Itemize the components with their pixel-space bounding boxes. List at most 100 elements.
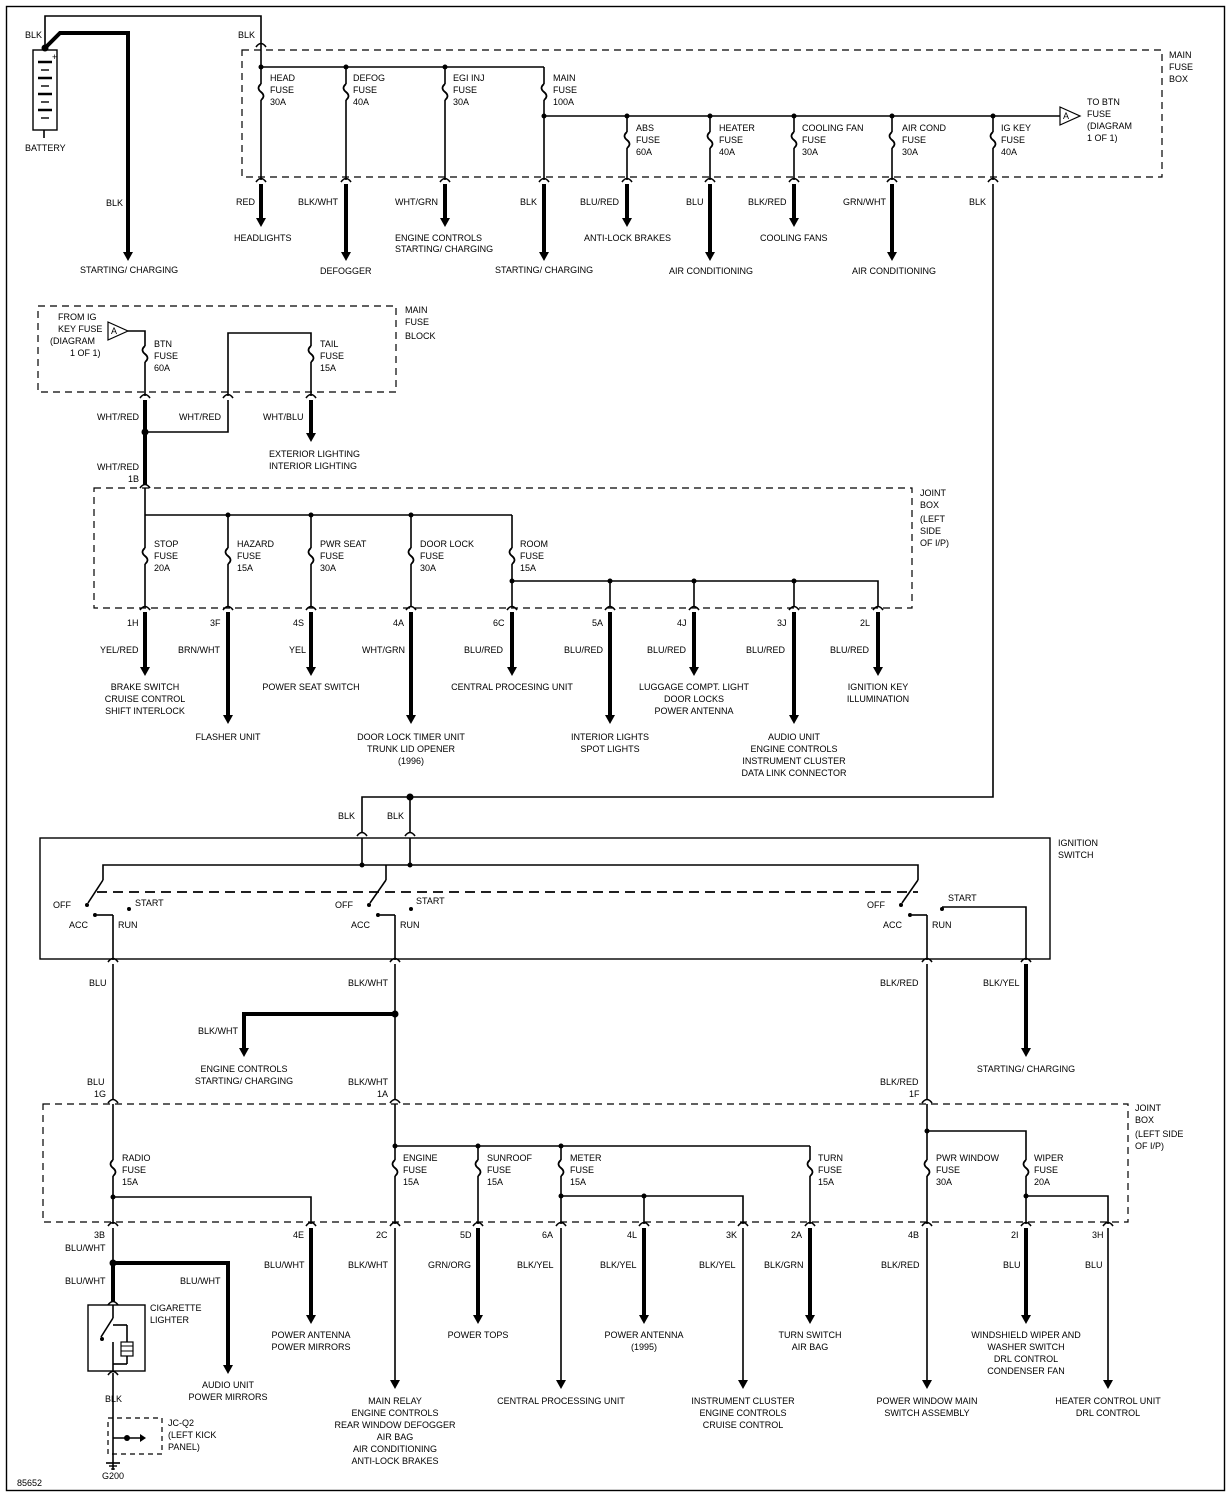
- hazard-fuse-label: FUSE: [237, 551, 261, 561]
- hazard-fuse-name: HAZARD: [237, 539, 275, 549]
- wire-5a: BLU/RED: [564, 645, 604, 655]
- dest-4s: POWER SEAT SWITCH: [262, 682, 359, 692]
- abs-destination: ANTI-LOCK BRAKES: [584, 233, 671, 243]
- pwr-window-fuse-name: PWR WINDOW: [936, 1153, 999, 1163]
- turn-fuse-label: FUSE: [818, 1165, 842, 1175]
- lighter-wire-2: BLU/WHT: [180, 1276, 221, 1286]
- ig-key-fuse-label: FUSE: [1001, 135, 1025, 145]
- battery-top-wire-label: BLK: [238, 30, 255, 40]
- battery-label: BATTERY: [25, 143, 66, 153]
- stop-fuse-label: FUSE: [154, 551, 178, 561]
- pwr-window-fuse-label: FUSE: [936, 1165, 960, 1175]
- pwr-seat-fuse-label: FUSE: [320, 551, 344, 561]
- wire-3f: BRN/WHT: [178, 645, 220, 655]
- pin-6c: 6C: [493, 618, 505, 628]
- cigarette-lighter: [87, 1304, 146, 1372]
- pin-3f: 3F: [210, 618, 221, 628]
- pin-4j: 4J: [677, 618, 687, 628]
- sunroof-fuse-name: SUNROOF: [487, 1153, 533, 1163]
- pin-4s: 4S: [293, 618, 304, 628]
- pin-4e: 4E: [293, 1230, 304, 1240]
- wire-3b: BLU/WHT: [65, 1243, 106, 1253]
- pin-2i: 2I: [1011, 1230, 1019, 1240]
- wire-4l: BLK/YEL: [600, 1260, 637, 1270]
- head-fuse: HEAD FUSE 30A: [257, 67, 296, 180]
- tail-fuse-name: TAIL: [320, 339, 338, 349]
- pin-2c: 2C: [376, 1230, 388, 1240]
- tail-fuse-rating: 15A: [320, 363, 336, 373]
- lighter-side-dest-1: AUDIO UNIT: [202, 1380, 255, 1390]
- egi-destination-1: ENGINE CONTROLS: [395, 233, 482, 243]
- dest-2c-6: ANTI-LOCK BRAKES: [351, 1456, 438, 1466]
- head-fuse-label: FUSE: [270, 85, 294, 95]
- room-fuse-name: ROOM: [520, 539, 548, 549]
- dest-5a-2: SPOT LIGHTS: [580, 744, 639, 754]
- abs-fuse-rating: 60A: [636, 147, 652, 157]
- tail-destination-2: INTERIOR LIGHTING: [269, 461, 357, 471]
- cooling-fan-fuse: COOLING FAN FUSE 30A: [790, 116, 864, 180]
- wiper-fuse-label: FUSE: [1034, 1165, 1058, 1175]
- jc-q2-label-3: PANEL): [168, 1442, 200, 1452]
- wire-6a: BLK/YEL: [517, 1260, 554, 1270]
- pwr-seat-fuse-rating: 30A: [320, 563, 336, 573]
- jc-q2-label-1: JC-Q2: [168, 1418, 194, 1428]
- dest-4e-2: POWER MIRRORS: [271, 1342, 350, 1352]
- jb2-input-wire-2: BLK/WHT: [348, 1077, 389, 1087]
- air-cond-fuse-wire: GRN/WHT: [843, 197, 886, 207]
- pwr-seat-fuse: PWR SEAT FUSE 30A: [307, 515, 367, 607]
- dest-4j-2: DOOR LOCKS: [664, 694, 724, 704]
- main-fuse-wire: BLK: [520, 197, 537, 207]
- battery-wire-label: BLK: [25, 30, 42, 40]
- pin-4l: 4L: [627, 1230, 637, 1240]
- dest-1h-2: CRUISE CONTROL: [105, 694, 186, 704]
- wire-2l: BLU/RED: [830, 645, 870, 655]
- pin-4b: 4B: [908, 1230, 919, 1240]
- dest-2a-2: AIR BAG: [792, 1342, 829, 1352]
- dest-3j-3: INSTRUMENT CLUSTER: [742, 756, 846, 766]
- head-fuse-rating: 30A: [270, 97, 286, 107]
- dest-3k-1: INSTRUMENT CLUSTER: [691, 1396, 795, 1406]
- main-fuse-name: MAIN: [553, 73, 576, 83]
- jc-q2-joint-connector: [107, 1417, 163, 1455]
- ignition-branch-dest-2: STARTING/ CHARGING: [195, 1076, 293, 1086]
- headlights-destination: HEADLIGHTS: [234, 233, 292, 243]
- door-lock-fuse-label: FUSE: [420, 551, 444, 561]
- pwr-window-fuse: PWR WINDOW FUSE 30A: [923, 1131, 999, 1224]
- joint-box-1-label-5: OF I/P): [920, 538, 949, 548]
- room-fuse-rating: 15A: [520, 563, 536, 573]
- lighter-label-2: LIGHTER: [150, 1315, 190, 1325]
- sw3-off: OFF: [867, 900, 885, 910]
- abs-fuse: ABS FUSE 60A: [623, 116, 660, 180]
- to-btn-label-2: FUSE: [1087, 109, 1111, 119]
- egi-destination-2: STARTING/ CHARGING: [395, 244, 493, 254]
- egi-inj-fuse-name: EGI INJ: [453, 73, 485, 83]
- dest-3h-2: DRL CONTROL: [1076, 1408, 1140, 1418]
- turn-fuse-rating: 15A: [818, 1177, 834, 1187]
- sw3-start: START: [948, 893, 977, 903]
- heater-destination: AIR CONDITIONING: [669, 266, 753, 276]
- sw2-acc: ACC: [351, 920, 371, 930]
- lighter-wire-1: BLU/WHT: [65, 1276, 106, 1286]
- joint-box-2-output-connectors: [107, 1221, 1114, 1227]
- egi-inj-fuse: EGI INJ FUSE 30A: [441, 67, 485, 180]
- ignition-switch-label-1: IGNITION: [1058, 838, 1098, 848]
- ig-key-fuse-rating: 40A: [1001, 147, 1017, 157]
- btn-fuse-rating: 60A: [154, 363, 170, 373]
- ignition-switch-section-1: OFF ACC RUN START: [53, 879, 164, 960]
- hazard-fuse: HAZARD FUSE 15A: [224, 515, 275, 607]
- jb2-input-wire-3: BLK/RED: [880, 1077, 919, 1087]
- wire-3j: BLU/RED: [746, 645, 786, 655]
- ignition-out-wire-1: BLU: [89, 978, 107, 988]
- defog-fuse-wire: BLK/WHT: [298, 197, 339, 207]
- heater-fuse-rating: 40A: [719, 147, 735, 157]
- main-fuse-block: [37, 305, 397, 393]
- dest-3f: FLASHER UNIT: [195, 732, 261, 742]
- pin-2a: 2A: [791, 1230, 802, 1240]
- ig-key-fuse-name: IG KEY: [1001, 123, 1031, 133]
- main-fuse-box-outputs: [256, 184, 994, 798]
- dest-4b-2: SWITCH ASSEMBLY: [884, 1408, 969, 1418]
- btn-output-wire: WHT/RED: [97, 412, 139, 422]
- pin-3j: 3J: [777, 618, 787, 628]
- dest-3j-2: ENGINE CONTROLS: [750, 744, 837, 754]
- joint-box-2-output-wires: [306, 1228, 1113, 1389]
